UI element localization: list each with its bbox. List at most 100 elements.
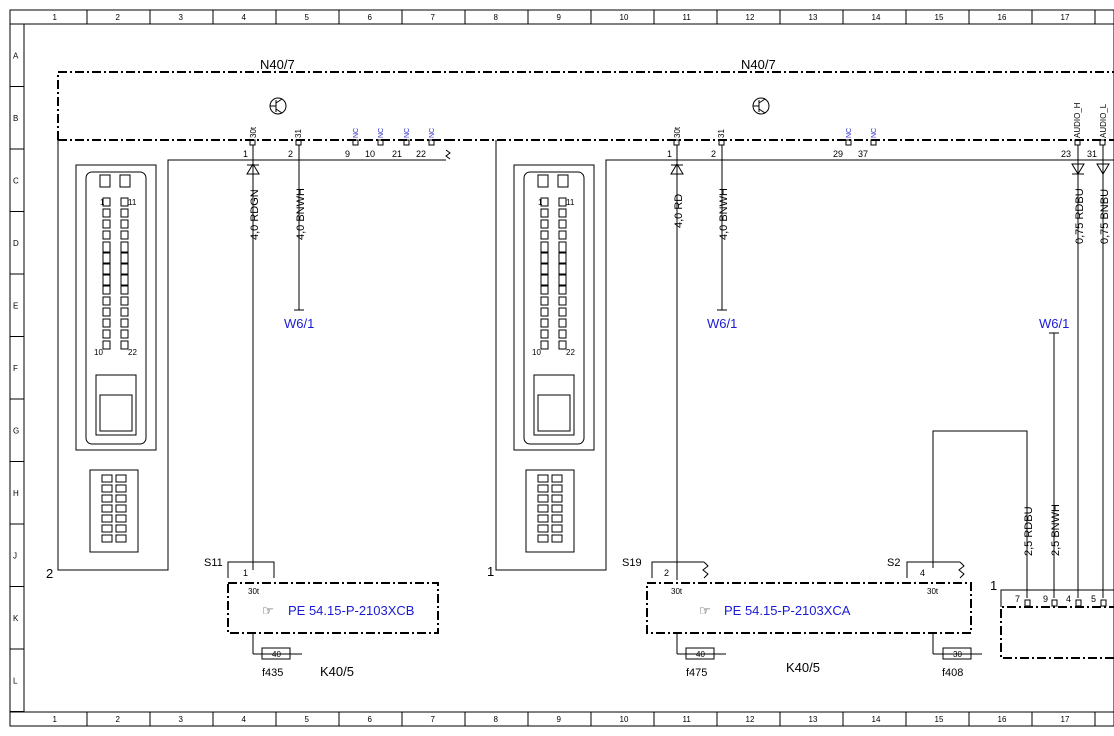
- column-label: 12: [746, 13, 755, 22]
- hand-pointer-icon: ☞: [699, 603, 711, 618]
- column-ticks: [86, 10, 1096, 726]
- fuse-value: 40: [696, 650, 705, 659]
- column-label: 6: [368, 715, 373, 724]
- pin-number: 5: [1091, 594, 1096, 604]
- connector-pin-11: 11: [128, 198, 137, 207]
- column-label: 12: [746, 715, 755, 724]
- column-label: 16: [998, 13, 1007, 22]
- connector-pin-10: 10: [94, 348, 103, 357]
- nc-label: NC: [429, 128, 436, 138]
- connector-side-label: 1: [487, 564, 494, 579]
- pin-number: 1: [667, 149, 672, 159]
- wire-label: 0,75 RDBU: [1074, 188, 1086, 244]
- column-label: 10: [620, 715, 629, 724]
- reference-link[interactable]: PE 54.15-P-2103XCA: [724, 603, 851, 618]
- column-label: 17: [1061, 13, 1070, 22]
- connector-pin-1: 1: [100, 198, 105, 207]
- column-label: 6: [368, 13, 373, 22]
- reference-link[interactable]: PE 54.15-P-2103XCB: [288, 603, 414, 618]
- connector-drawing-icon: 1 11 10 22: [513, 164, 595, 553]
- column-label: 13: [809, 715, 818, 724]
- splice-pin: 4: [920, 568, 925, 578]
- splice-func: 30t: [927, 587, 939, 596]
- column-label: 8: [494, 715, 499, 724]
- connector-outline: [57, 140, 446, 571]
- column-label: 15: [935, 715, 944, 724]
- column-label: 10: [620, 13, 629, 22]
- column-label: 1: [53, 13, 58, 22]
- connector-pin-22: 22: [128, 348, 137, 357]
- connector-drawing-icon: 1 11 10 22: [75, 164, 157, 553]
- nc-label: NC: [353, 128, 360, 138]
- pin-number: 4: [1066, 594, 1071, 604]
- module-boundary: [57, 71, 1114, 140]
- row-label: D: [13, 239, 19, 248]
- nc-label: NC: [871, 128, 878, 138]
- relay-label: K40/5: [786, 660, 820, 675]
- column-label: 9: [557, 715, 562, 724]
- pin-func-31: 31: [294, 129, 303, 138]
- connector-side-label: 1: [990, 578, 997, 593]
- column-label: 2: [116, 715, 121, 724]
- fuse-value: 30: [953, 650, 962, 659]
- column-label: 14: [872, 715, 881, 724]
- pin-number: 9: [345, 149, 350, 159]
- transistor-icon: [269, 97, 287, 115]
- connector-pin-11: 11: [566, 198, 575, 207]
- pin-number: 29: [833, 149, 843, 159]
- wire-label: 4,0 BNWH: [295, 188, 307, 240]
- pin-number: 2: [711, 149, 716, 159]
- reference-box: [227, 582, 439, 634]
- nc-label: NC: [846, 128, 853, 138]
- pin-func-30t: 30t: [673, 126, 682, 138]
- module-label: N40/7: [741, 57, 776, 72]
- relay-label: K40/5: [320, 664, 354, 679]
- hand-pointer-icon: ☞: [262, 603, 274, 618]
- column-label: 11: [683, 715, 692, 724]
- pin-func-30t: 30t: [249, 126, 258, 138]
- column-label: 1: [53, 715, 58, 724]
- column-label: 5: [305, 715, 310, 724]
- row-label: F: [13, 364, 18, 373]
- row-label: B: [13, 114, 18, 123]
- module-right: N40/7 30t 31 NC NC AUDIO_H AUDIO_L 1 2 2…: [446, 57, 1114, 679]
- ground-point: W6/1: [1039, 316, 1069, 331]
- splice-label: S2: [887, 557, 900, 569]
- column-label: 3: [179, 13, 184, 22]
- wire-label: 0,75 BNBU: [1099, 189, 1111, 244]
- pin-number: 7: [1015, 594, 1020, 604]
- connector-outline: [495, 140, 1114, 571]
- row-label: K: [13, 614, 19, 623]
- frame-outer: [9, 9, 1114, 727]
- column-label: 17: [1061, 715, 1070, 724]
- pin-func-audio-h: AUDIO_H: [1073, 102, 1082, 138]
- column-label: 7: [431, 13, 436, 22]
- row-ticks: [10, 86, 24, 712]
- wire-label: 2,5 RDBU: [1023, 506, 1035, 556]
- module-label: N40/7: [260, 57, 295, 72]
- connector-pin-22: 22: [566, 348, 575, 357]
- module-left: N40/7 30t 31 NC NC NC NC 1 2 9 10 21 22: [46, 57, 1114, 679]
- pin-number: 10: [365, 149, 375, 159]
- pin-number: 1: [243, 149, 248, 159]
- nc-label: NC: [404, 128, 411, 138]
- nc-label: NC: [378, 128, 385, 138]
- column-label: 16: [998, 715, 1007, 724]
- column-label: 15: [935, 13, 944, 22]
- column-label: 7: [431, 715, 436, 724]
- column-label: 8: [494, 13, 499, 22]
- row-label: A: [13, 51, 19, 60]
- splice-label: S11: [204, 557, 223, 569]
- right-module-boundary: [1000, 606, 1114, 659]
- column-label: 4: [242, 13, 247, 22]
- connector-pin-1: 1: [538, 198, 543, 207]
- fuse-label: f475: [686, 667, 707, 679]
- column-label: 4: [242, 715, 247, 724]
- column-label: 3: [179, 715, 184, 724]
- row-label: L: [13, 676, 18, 685]
- connector-pin-10: 10: [532, 348, 541, 357]
- splice-pin: 1: [243, 568, 248, 578]
- pin-number: 37: [858, 149, 868, 159]
- pin-func-audio-l: AUDIO_L: [1099, 103, 1108, 138]
